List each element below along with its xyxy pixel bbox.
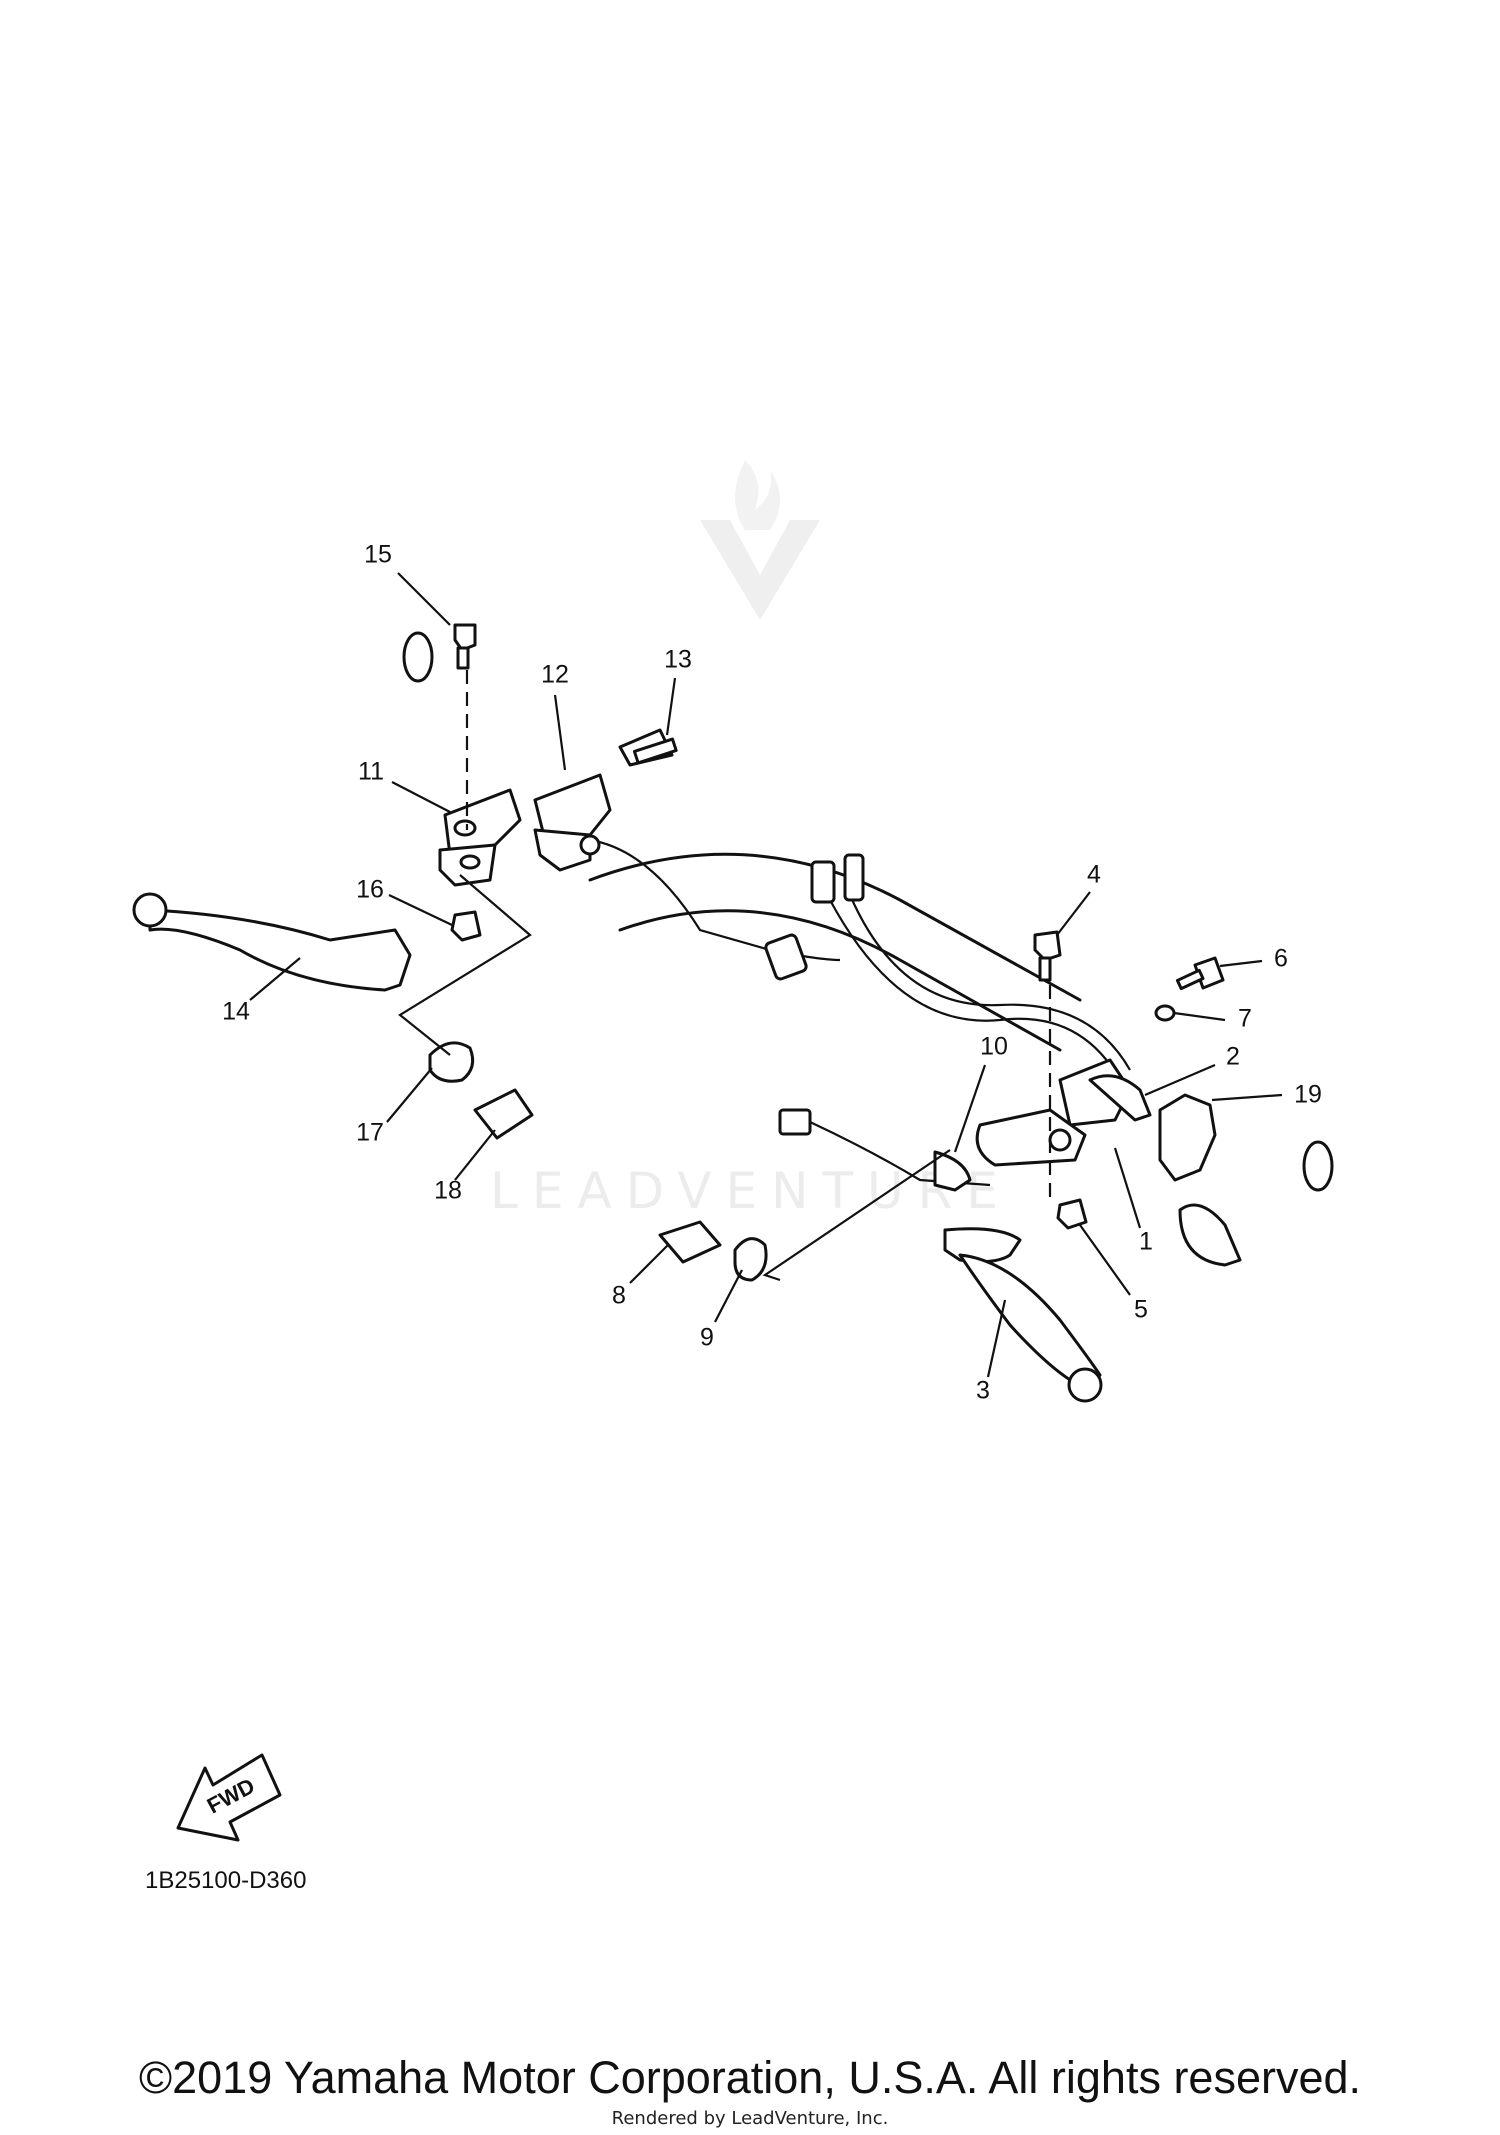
- coupler-connector: [778, 1108, 812, 1136]
- callout-number: 16: [356, 876, 384, 904]
- callout-number: 17: [356, 1119, 384, 1147]
- callout-5: 5: [1079, 1224, 1148, 1324]
- callout-number: 8: [612, 1282, 626, 1310]
- rendered-by-notice: Rendered by LeadVenture, Inc.: [611, 2108, 889, 2129]
- clutch-lever-part-14: [148, 908, 412, 992]
- callout-number: 5: [1134, 1296, 1148, 1324]
- bolt-part-15: [453, 623, 477, 652]
- callout-4: 4: [1056, 861, 1101, 936]
- callout-number: 7: [1238, 1005, 1252, 1033]
- callout-11: 11: [358, 758, 451, 813]
- callout-7: 7: [1173, 1005, 1252, 1033]
- callout-14: 14: [222, 957, 301, 1026]
- callout-1: 1: [1113, 1147, 1153, 1256]
- fwd-arrow-icon: FWD: [176, 1753, 282, 1842]
- locknut-part-9: [733, 1237, 768, 1282]
- callout-19: 19: [1211, 1081, 1322, 1109]
- callout-12: 12: [541, 661, 569, 771]
- callout-number: 12: [541, 661, 569, 689]
- callout-number: 4: [1087, 861, 1101, 889]
- holder-part-12-lower: [533, 828, 592, 872]
- callout-number: 2: [1226, 1043, 1240, 1071]
- callout-number: 15: [364, 541, 392, 569]
- callout-number: 9: [700, 1324, 714, 1352]
- nut-part-16: [450, 910, 482, 942]
- callout-number: 18: [434, 1177, 462, 1205]
- copyright-notice: ©2019 Yamaha Motor Corporation, U.S.A. A…: [138, 2052, 1362, 2103]
- lead-terminal: [810, 860, 836, 904]
- adjuster-part-18: [473, 1088, 534, 1140]
- nut-part-5: [1056, 1198, 1088, 1230]
- callout-9: 9: [700, 1269, 743, 1352]
- cover-part-2: [1088, 1074, 1152, 1122]
- callout-2: 2: [1144, 1043, 1240, 1097]
- handlebar: [399, 631, 1336, 1192]
- callout-15: 15: [364, 541, 451, 626]
- callout-6: 6: [1219, 945, 1288, 973]
- diagram-code: 1B25100-D360: [145, 1867, 306, 1894]
- callout-number: 13: [664, 646, 692, 674]
- callout-8: 8: [612, 1244, 669, 1310]
- callout-number: 3: [976, 1377, 990, 1405]
- left-clutch-assembly: [132, 623, 678, 1140]
- bolt-part-4: [1033, 930, 1062, 962]
- callout-17: 17: [356, 1067, 433, 1147]
- washer-part-7: [1154, 1004, 1176, 1022]
- callout-number: 6: [1274, 945, 1288, 973]
- locknut-part-17: [428, 1041, 475, 1083]
- callout-number: 19: [1294, 1081, 1322, 1109]
- callout-16: 16: [356, 876, 453, 926]
- right-brake-assembly: [658, 930, 1242, 1403]
- callout-number: 14: [222, 998, 250, 1026]
- callout-10: 10: [953, 1033, 1008, 1153]
- switch-wiring: [589, 838, 1131, 1187]
- lead-terminal: [843, 853, 865, 902]
- throttle-housing-part-19: [1158, 1093, 1217, 1182]
- coupler-connector: [764, 933, 808, 981]
- watermark-text: LEADVENTURE: [490, 1162, 1012, 1220]
- callout-number: 1: [1139, 1228, 1153, 1256]
- callout-18: 18: [434, 1129, 496, 1205]
- callout-number: 11: [358, 758, 384, 786]
- callout-number: 10: [980, 1033, 1008, 1061]
- adjuster-part-8: [658, 1220, 722, 1264]
- leadventure-watermark: LEADVENTURE: [490, 460, 1012, 1220]
- callout-3: 3: [976, 1299, 1007, 1405]
- callout-13: 13: [664, 646, 692, 736]
- brake-lever-part-3: [1178, 1203, 1242, 1267]
